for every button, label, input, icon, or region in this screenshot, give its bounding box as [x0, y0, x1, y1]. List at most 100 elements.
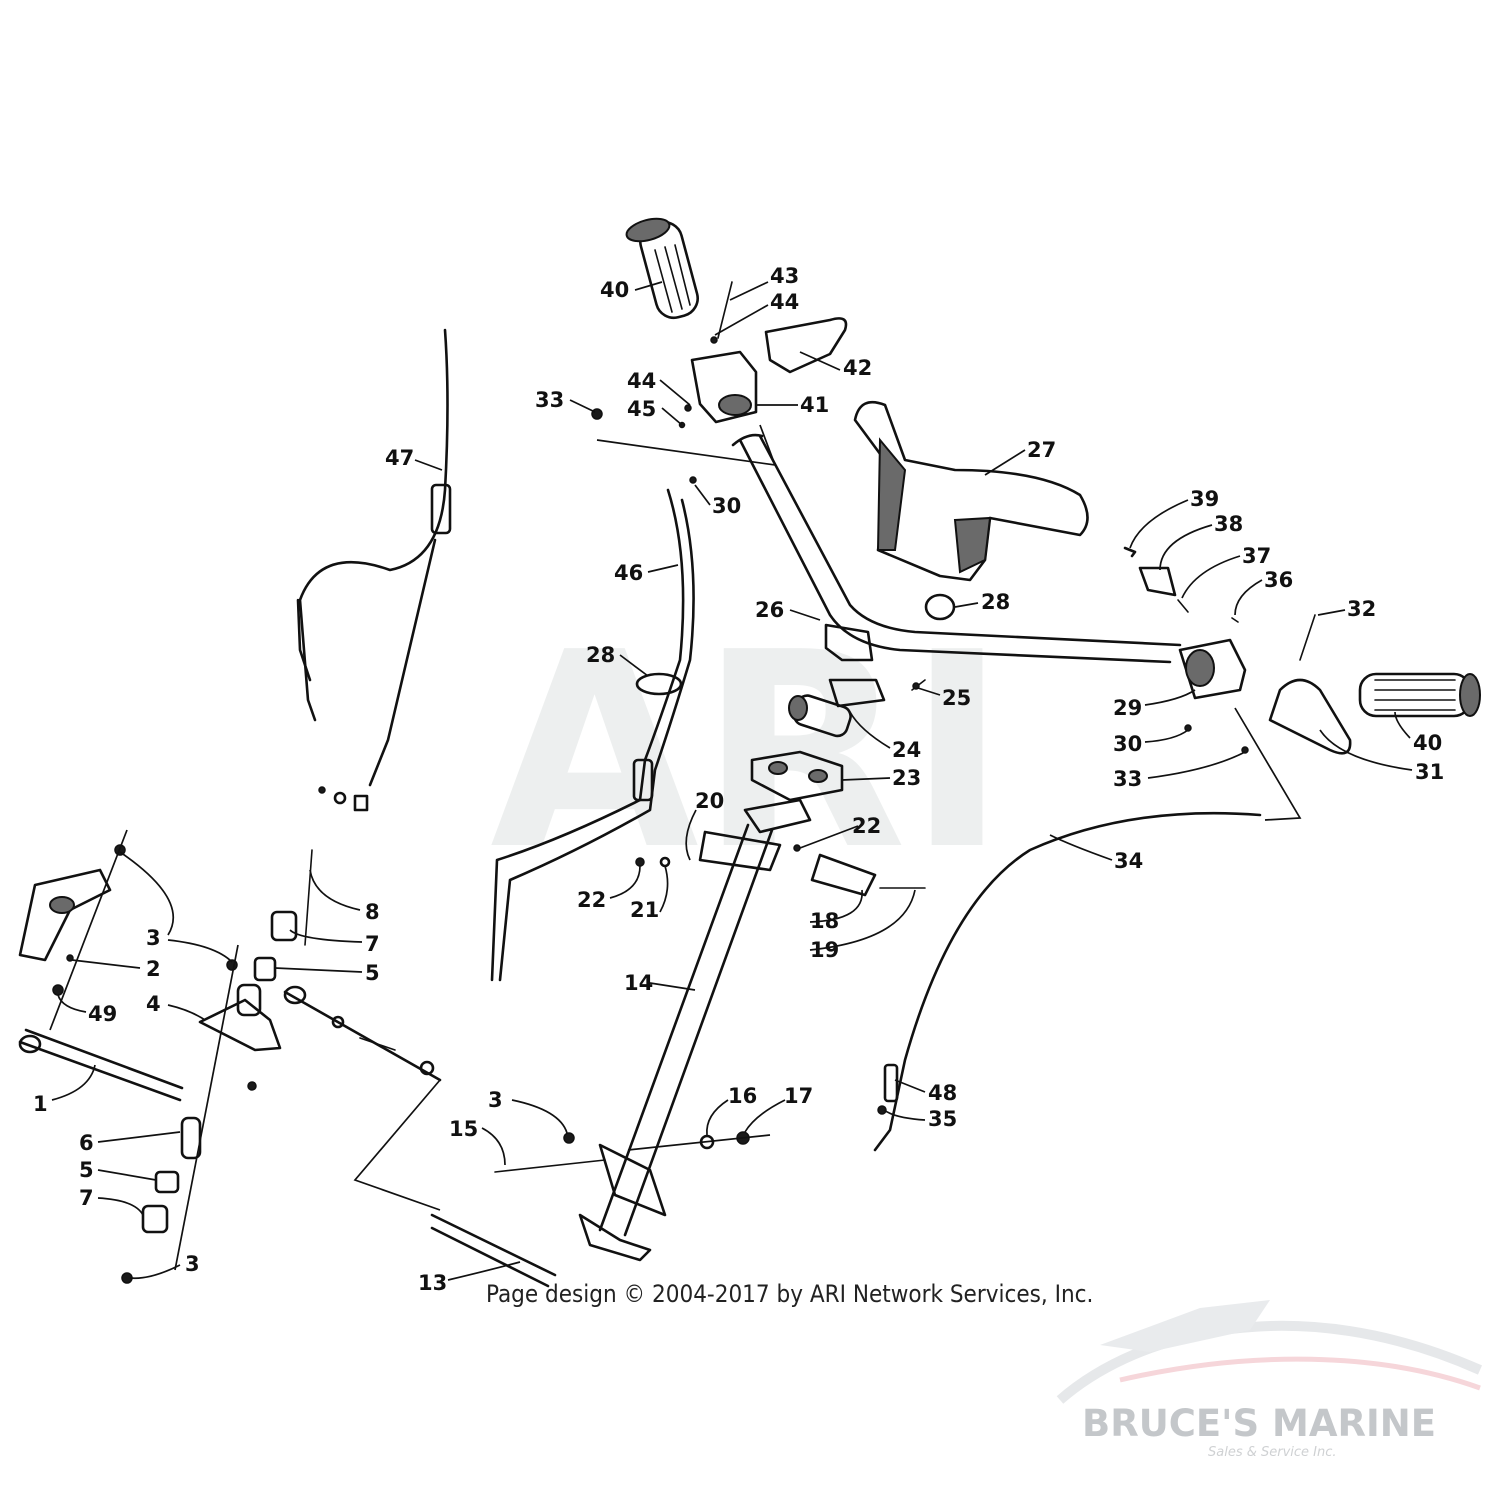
brake-lever-31: [1268, 678, 1352, 755]
screw-32: [1299, 614, 1316, 661]
hood-guard-27: [853, 400, 1089, 621]
callout-33-right: 33: [1113, 767, 1142, 791]
callout-7-top: 7: [365, 932, 380, 956]
callout-5-bottom: 5: [79, 1158, 94, 1182]
leader-36: [1234, 579, 1263, 616]
left-assembly-centerline: [596, 424, 777, 467]
callout-21: 21: [630, 898, 659, 922]
leader-3-column: [511, 1099, 568, 1134]
throttle-cable-46: [490, 488, 685, 982]
nut-tie: [419, 1060, 435, 1076]
left-grip-ribs: [654, 244, 691, 313]
cables: [296, 328, 1262, 1152]
nut-33-right: [1241, 746, 1249, 754]
callout-16: 16: [728, 1084, 757, 1108]
screw-30-left: [689, 476, 697, 484]
leader-24: [849, 711, 891, 749]
callout-28-left: 28: [586, 643, 615, 667]
cable-34-nut-35: [877, 1105, 887, 1115]
tie-rod-13-centerline: [353, 1079, 441, 1211]
brand-subtitle: Sales & Service Inc.: [1208, 1445, 1337, 1460]
lower-clamp-hole-a: [768, 761, 788, 775]
leader-1: [51, 1064, 96, 1101]
callout-1: 1: [33, 1092, 48, 1116]
callout-36: 36: [1264, 568, 1293, 592]
callout-22-left: 22: [577, 888, 606, 912]
leader-47: [414, 459, 443, 471]
spindle-arm-hole: [49, 896, 75, 914]
leader-22-right: [799, 825, 859, 849]
leader-5-bottom: [97, 1169, 157, 1181]
nut-22-left: [635, 857, 645, 867]
callout-20: 20: [695, 789, 724, 813]
callout-40-right-grip: 40: [1413, 731, 1442, 755]
hood-guard-shading: [876, 437, 907, 551]
switch-housing: [1178, 638, 1247, 700]
washer-3-tie: [331, 1015, 345, 1029]
leader-33-right: [1147, 751, 1246, 779]
leader-44-top: [714, 304, 769, 336]
callout-23: 23: [892, 766, 921, 790]
boat-wave-icon: [1119, 1356, 1481, 1391]
washer-49: [52, 984, 64, 996]
right-assembly-centerline: [1234, 707, 1302, 821]
leader-20: [685, 809, 697, 861]
steering-flange: [743, 798, 812, 834]
leader-30-left: [694, 484, 711, 506]
hood-guard: [853, 400, 1089, 582]
leader-19: [809, 889, 916, 951]
leader-17: [744, 1099, 786, 1133]
callout-32: 32: [1347, 597, 1376, 621]
leader-lines: [51, 281, 1413, 1281]
cable-46-sleeve: [632, 758, 654, 802]
bolt-tie: [359, 1037, 396, 1051]
throttle-cable-46-outer: [498, 498, 695, 982]
cable-47-washer: [318, 786, 326, 794]
callout-47: 47: [385, 446, 414, 470]
callout-27: 27: [1027, 438, 1056, 462]
leader-8: [309, 869, 361, 911]
callout-2: 2: [146, 957, 161, 981]
leader-45: [661, 407, 683, 426]
callout-17: 17: [784, 1084, 813, 1108]
leader-6: [97, 1131, 181, 1143]
callout-6: 6: [79, 1131, 94, 1155]
screw-43: [717, 281, 733, 339]
leader-22-left: [609, 865, 641, 899]
lower-clamp: [750, 750, 844, 802]
callout-42: 42: [843, 356, 872, 380]
callout-43: 43: [770, 264, 799, 288]
leader-28-left: [619, 654, 649, 677]
leader-33-left: [569, 399, 596, 413]
leader-26: [789, 609, 821, 621]
left-grip-end: [625, 217, 671, 243]
tie-rod-13-rod: [430, 1213, 557, 1277]
leader-2: [71, 959, 141, 969]
tie-rod-13-end: [283, 985, 307, 1005]
leader-31: [1319, 729, 1413, 771]
leader-13: [447, 1261, 521, 1281]
callout-44-side: 44: [627, 369, 656, 393]
callout-41: 41: [800, 393, 829, 417]
cable-tie-28-right: [924, 593, 956, 621]
cable-47-ring: [333, 791, 347, 805]
bolt-25-head: [912, 682, 920, 690]
washer-2: [66, 954, 74, 962]
callout-19: 19: [810, 938, 839, 962]
steering-post-edge: [623, 828, 774, 1237]
nut-3-column: [563, 1132, 575, 1144]
throttle-block-bore: [718, 394, 752, 416]
upper-bracket-20: [698, 830, 782, 872]
leader-3-top: [119, 851, 175, 936]
column-hardware-centerline: [627, 1134, 771, 1151]
nut-plate-bottom: [247, 1081, 257, 1091]
tie-rod-1: [18, 1040, 182, 1102]
leader-18: [809, 889, 863, 923]
brand-name: BRUCE'S MARINE: [1082, 1402, 1436, 1445]
cable-47-sleeve: [430, 483, 452, 535]
leader-38: [1159, 524, 1213, 571]
lower-clamp-hole-b: [808, 769, 828, 783]
callout-33-left: 33: [535, 388, 564, 412]
bolt-8: [304, 849, 313, 946]
leader-46: [647, 564, 679, 573]
